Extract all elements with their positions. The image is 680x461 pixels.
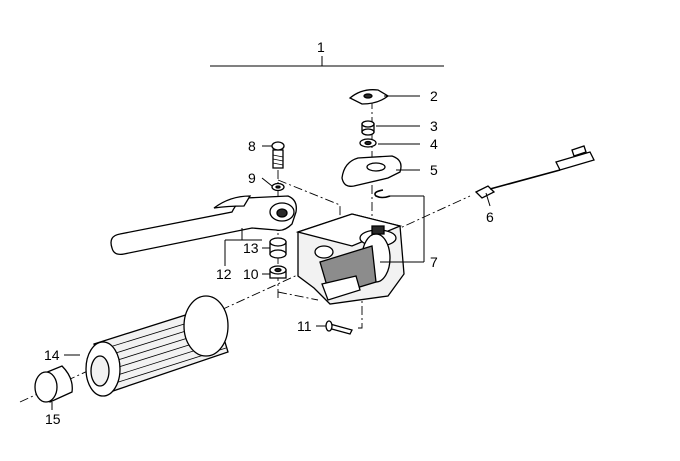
cable-switch-part [474, 145, 595, 199]
callout-2: 2 [430, 88, 438, 104]
nut-part [269, 265, 287, 279]
callout-10: 10 [243, 266, 259, 282]
callout-9: 9 [248, 170, 256, 186]
callout-15: 15 [45, 411, 61, 427]
pivot-bolt-part [271, 141, 285, 169]
circlip-part [374, 189, 391, 199]
callout-labels: 1 2 3 4 5 6 7 8 9 10 11 12 13 14 15 [44, 39, 494, 427]
callout-6: 6 [486, 209, 494, 225]
callout-5: 5 [430, 162, 438, 178]
callout-11: 11 [297, 318, 312, 334]
callout-3: 3 [430, 118, 438, 134]
leader-lines [51, 56, 491, 410]
adjuster-knob-part [361, 120, 375, 136]
hand-lever-part [110, 195, 297, 256]
callout-12: 12 [216, 266, 232, 282]
washer-left-part [271, 182, 285, 192]
handlebar-grip-part [85, 295, 229, 397]
cover-clamp-part [341, 155, 402, 187]
washer-right-part [359, 138, 377, 148]
cover-cap-part [348, 89, 390, 105]
callout-7: 7 [430, 254, 438, 270]
callout-1: 1 [317, 39, 325, 55]
callout-8: 8 [248, 138, 256, 154]
callout-13: 13 [243, 240, 259, 256]
bushing-part [269, 237, 287, 259]
screw-part [325, 320, 353, 335]
lever-housing-part [295, 213, 405, 305]
callout-14: 14 [44, 347, 60, 363]
callout-4: 4 [430, 136, 438, 152]
grip-end-cap-part [34, 365, 73, 403]
